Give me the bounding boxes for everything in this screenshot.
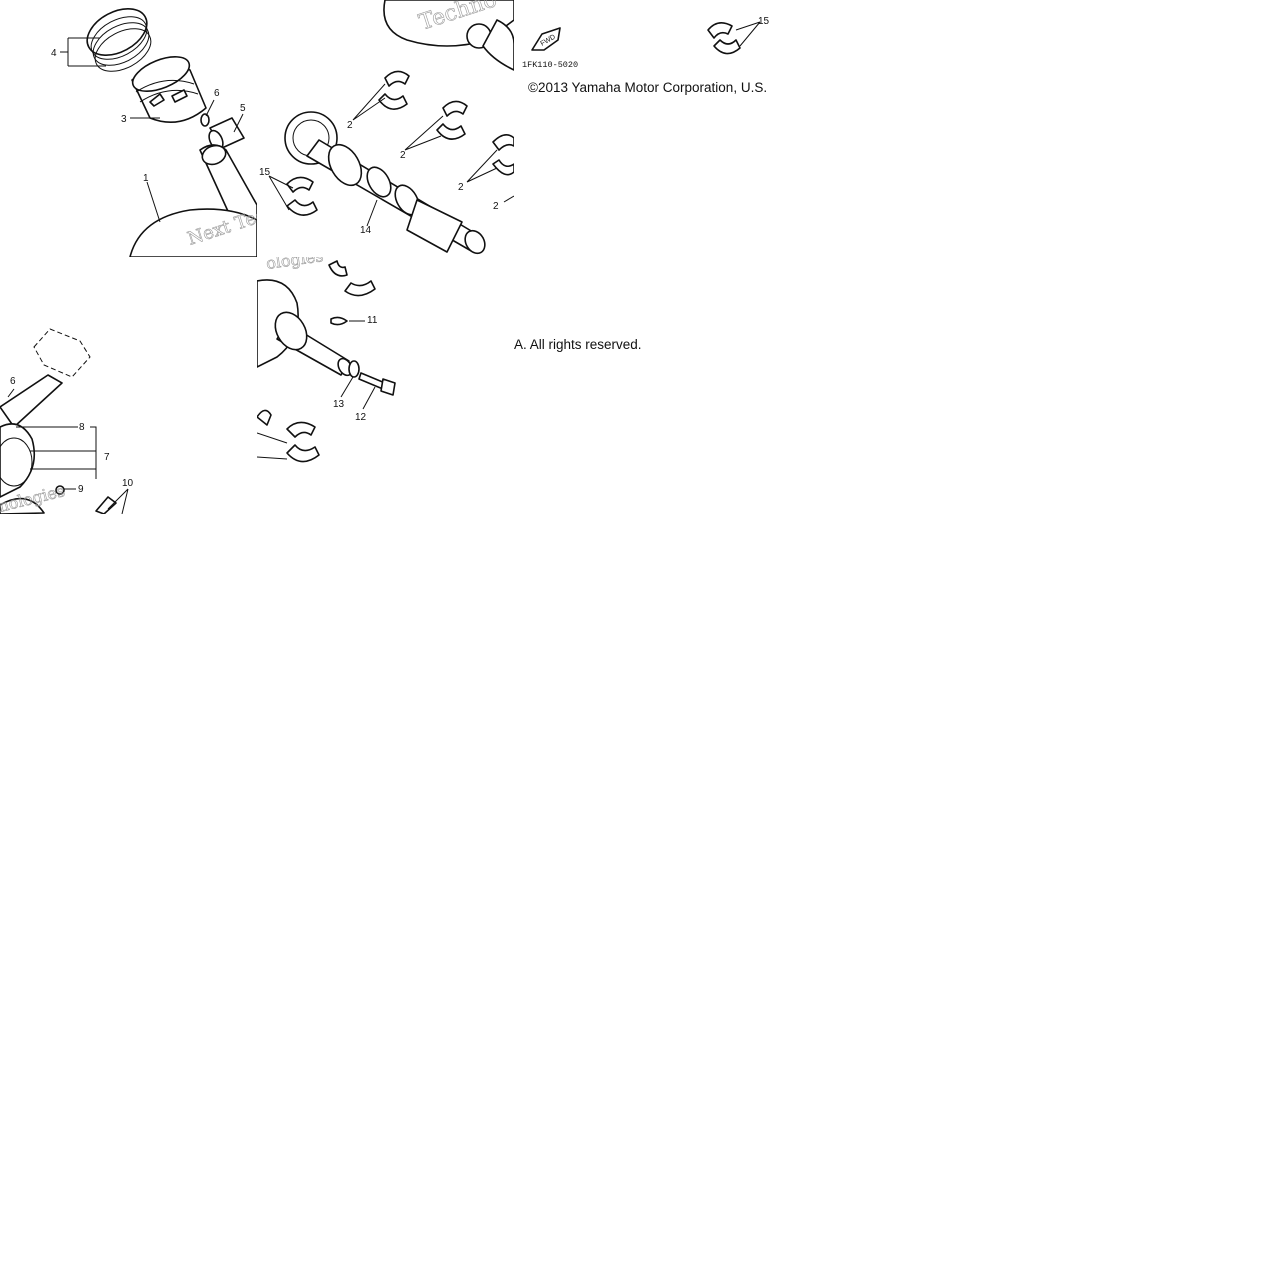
bearing-shell-drawing	[707, 22, 741, 55]
callout-2: 2	[458, 182, 464, 193]
conrod-drawing	[0, 374, 63, 428]
diagram-code: 1FK110-5020	[522, 60, 578, 70]
circlip-drawing	[200, 113, 210, 127]
callout-1: 1	[143, 173, 149, 184]
piston-rings-drawing	[86, 8, 152, 72]
watermark-text: ologies	[265, 257, 325, 273]
callout-6: 6	[10, 376, 16, 387]
callout-7: 7	[104, 452, 110, 463]
callout-10: 10	[122, 478, 134, 489]
bearing-shell-drawing	[286, 444, 320, 463]
callout-15: 15	[758, 16, 770, 27]
crank-web-drawing	[129, 208, 257, 257]
diagram-tile-crank-end: 11 13 12 ologies	[257, 257, 514, 514]
bearing-shell-drawing	[378, 70, 410, 110]
washer-drawing	[348, 360, 360, 378]
nut-drawing	[55, 485, 65, 495]
piston-outline-drawing	[33, 328, 91, 378]
bearing-shell-drawing	[436, 100, 468, 140]
woodruff-key-drawing	[330, 316, 348, 326]
piston-drawing	[131, 56, 207, 124]
copyright-line-2: A. All rights reserved.	[514, 337, 642, 352]
callout-12: 12	[355, 412, 367, 423]
callout-2: 2	[347, 120, 353, 131]
callout-6: 6	[214, 88, 220, 99]
callout-14: 14	[360, 225, 372, 236]
copyright-line-1: ©2013 Yamaha Motor Corporation, U.S.	[528, 80, 768, 95]
callout-3: 3	[121, 114, 127, 125]
callout-4: 4	[51, 48, 57, 59]
bearing-shell-drawing	[344, 280, 376, 297]
callout-15: 15	[259, 167, 271, 178]
bearing-shell-drawing	[286, 421, 316, 438]
diagram-tile-piston: 4 3 6 5 1 Next Tec	[0, 0, 257, 257]
bearing-shell-drawing	[257, 409, 272, 426]
bearing-shell-drawing	[492, 134, 514, 176]
diagram-tile-conrod: 6 8 7 9 10 nologies	[0, 257, 257, 514]
forward-arrow-icon: FWD	[531, 27, 561, 51]
callout-9: 9	[78, 484, 84, 495]
callout-13: 13	[333, 399, 345, 410]
callout-2: 2	[493, 201, 499, 212]
diagram-tile-code: FWD 1FK110-5020 15	[514, 0, 771, 100]
callout-2: 2	[400, 150, 406, 161]
diagram-tile-crankshaft: 2 2 2 2 15 14 Techno	[257, 0, 514, 257]
callout-11: 11	[367, 315, 378, 326]
callout-8: 8	[79, 422, 85, 433]
bearing-shell-drawing	[286, 176, 318, 216]
callout-5: 5	[240, 103, 246, 114]
bearing-shell-drawing	[328, 260, 348, 277]
